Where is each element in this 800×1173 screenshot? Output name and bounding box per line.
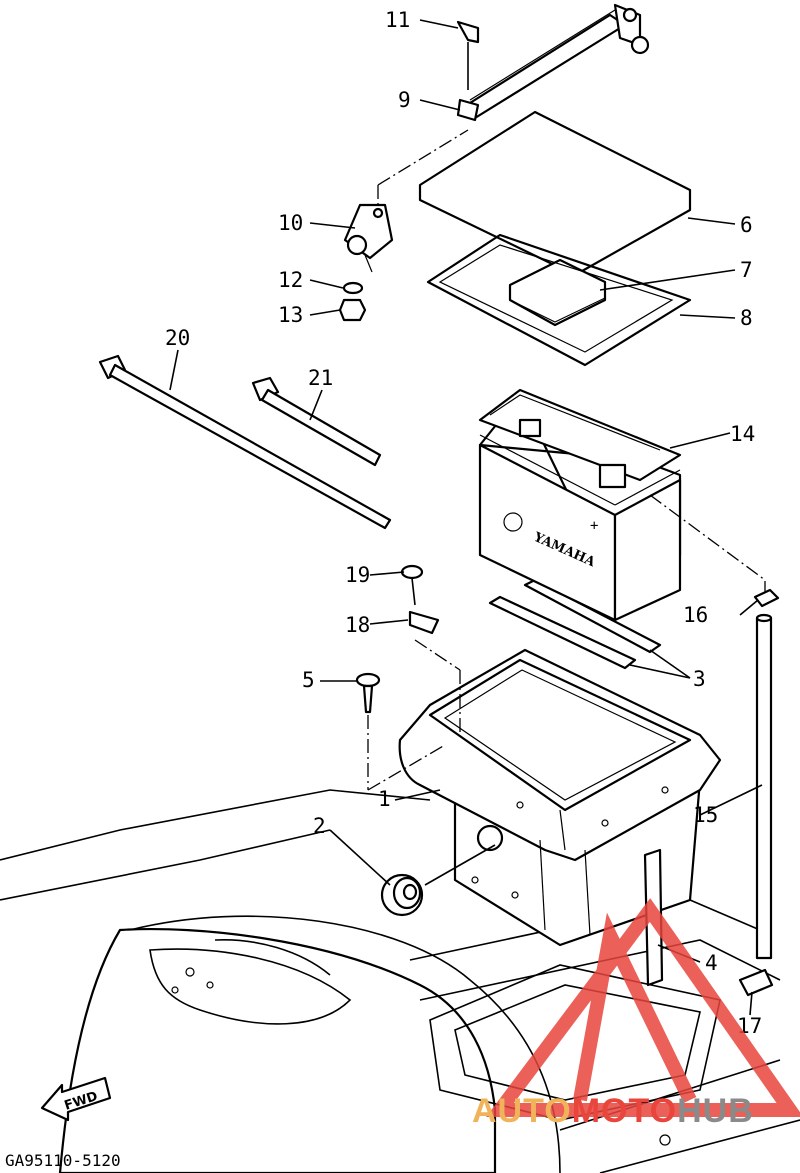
callout-9: 9 <box>398 88 411 112</box>
callout-6: 6 <box>740 213 753 237</box>
battery-plus-mark: + <box>590 518 598 534</box>
callout-4: 4 <box>705 951 718 975</box>
callout-21: 21 <box>308 366 333 390</box>
callout-numbers: 1 2 3 4 5 6 7 8 9 10 11 12 13 14 15 16 1… <box>165 8 762 1038</box>
watermark-moto: MOTO <box>572 1092 677 1130</box>
callout-12: 12 <box>278 268 303 292</box>
callout-15: 15 <box>693 803 718 827</box>
seal-frame <box>426 233 692 367</box>
callout-5: 5 <box>302 668 315 692</box>
callout-2: 2 <box>313 814 326 838</box>
callout-18: 18 <box>345 613 370 637</box>
battery: YAMAHA + <box>478 388 682 622</box>
callout-16: 16 <box>683 603 708 627</box>
holder-bar <box>456 3 650 122</box>
callout-20: 20 <box>165 326 190 350</box>
leader-lines <box>169 19 763 1016</box>
hull-outline <box>0 789 800 1173</box>
watermark-hub: HUB <box>677 1092 754 1130</box>
callout-11: 11 <box>385 8 410 32</box>
callout-14: 14 <box>730 422 755 446</box>
figure-code: GA95110-5120 <box>5 1151 121 1170</box>
grommet <box>380 844 496 917</box>
watermark-text: AUTOMOTOHUB <box>472 1092 754 1130</box>
cable-tie-short <box>251 376 382 467</box>
battery-pads <box>488 578 662 670</box>
callout-8: 8 <box>740 306 753 330</box>
callout-7: 7 <box>740 258 753 282</box>
callout-3: 3 <box>693 667 706 691</box>
callout-1: 1 <box>378 787 391 811</box>
vent-tube <box>649 494 780 997</box>
watermark-auto: AUTO <box>472 1092 572 1130</box>
svg-text:AUTOMOTOHUB: AUTOMOTOHUB <box>472 1092 754 1130</box>
watermark-logo <box>486 898 800 1117</box>
mounting-screw <box>355 672 446 791</box>
callout-19: 19 <box>345 563 370 587</box>
cable-tie-long <box>98 354 392 530</box>
callout-13: 13 <box>278 303 303 327</box>
callout-10: 10 <box>278 211 303 235</box>
cover-pad <box>508 258 607 327</box>
bracket-hardware <box>338 203 394 322</box>
battery-cover <box>418 110 692 277</box>
